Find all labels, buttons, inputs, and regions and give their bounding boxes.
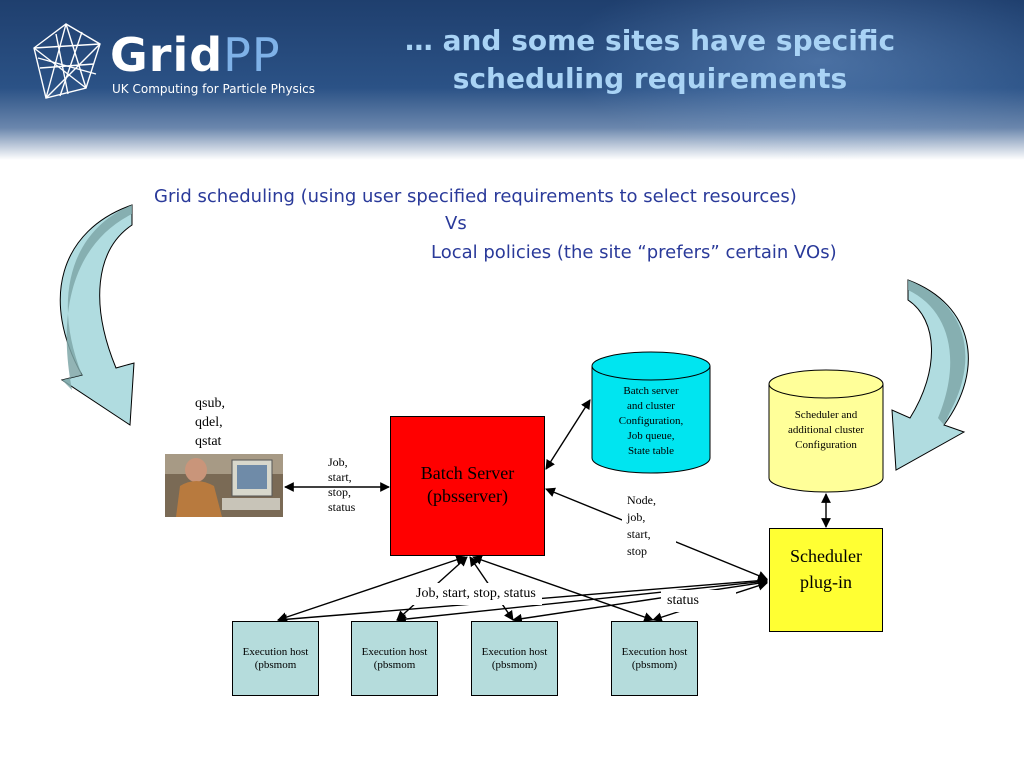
connector-arrows [277, 399, 831, 625]
node-label: Node, job, start, stop [622, 492, 676, 562]
batch-db-cylinder [591, 351, 711, 474]
arrow-batch-db [545, 399, 591, 470]
batch-db-text: Batch server and cluster Configuration, … [618, 385, 684, 457]
exec-host-4: Execution host (pbsmom) [611, 621, 698, 696]
subtitle-line1: Grid scheduling (using user specified re… [154, 186, 797, 207]
logo-wordmark: GridPP [110, 30, 281, 80]
user-photo [165, 454, 283, 517]
logo-word-main: Grid [110, 28, 224, 82]
header-glow [560, 0, 1024, 160]
slide-title-line2: scheduling requirements [452, 62, 848, 95]
user-commands-label: qsub, qdel, qstat [195, 396, 225, 449]
scheduler-db-text: Scheduler and additional cluster Configu… [787, 409, 865, 451]
logo-subtitle: UK Computing for Particle Physics [112, 82, 316, 96]
left-curved-arrow [59, 204, 135, 426]
slide-title: … and some sites have specific schedulin… [360, 22, 940, 98]
scheduler-db-cylinder [768, 369, 884, 493]
grid-globe-icon [33, 23, 101, 99]
exec-host-2: Execution host (pbsmom [351, 621, 438, 696]
subtitle-line2: Vs [445, 213, 467, 234]
batch-server-box: Batch Server (pbsserver) [390, 416, 545, 556]
scheduler-plugin-box: Scheduler plug-in [769, 528, 883, 632]
exec-host-1: Execution host (pbsmom [232, 621, 319, 696]
job-label-left: Job, start, stop, status [328, 455, 356, 514]
status-label: status [661, 590, 736, 612]
right-curved-arrow [891, 279, 969, 471]
slide-title-line1: … and some sites have specific [404, 24, 896, 57]
subtitle-line3: Local policies (the site “prefers” certa… [431, 242, 837, 263]
gridpp-logo: GridPP UK Computing for Particle Physics [26, 18, 326, 108]
job-label-bottom: Job, start, stop, status [410, 583, 542, 605]
exec-host-3: Execution host (pbsmom) [471, 621, 558, 696]
logo-word-accent: PP [223, 28, 281, 82]
header-banner: GridPP UK Computing for Particle Physics… [0, 0, 1024, 160]
